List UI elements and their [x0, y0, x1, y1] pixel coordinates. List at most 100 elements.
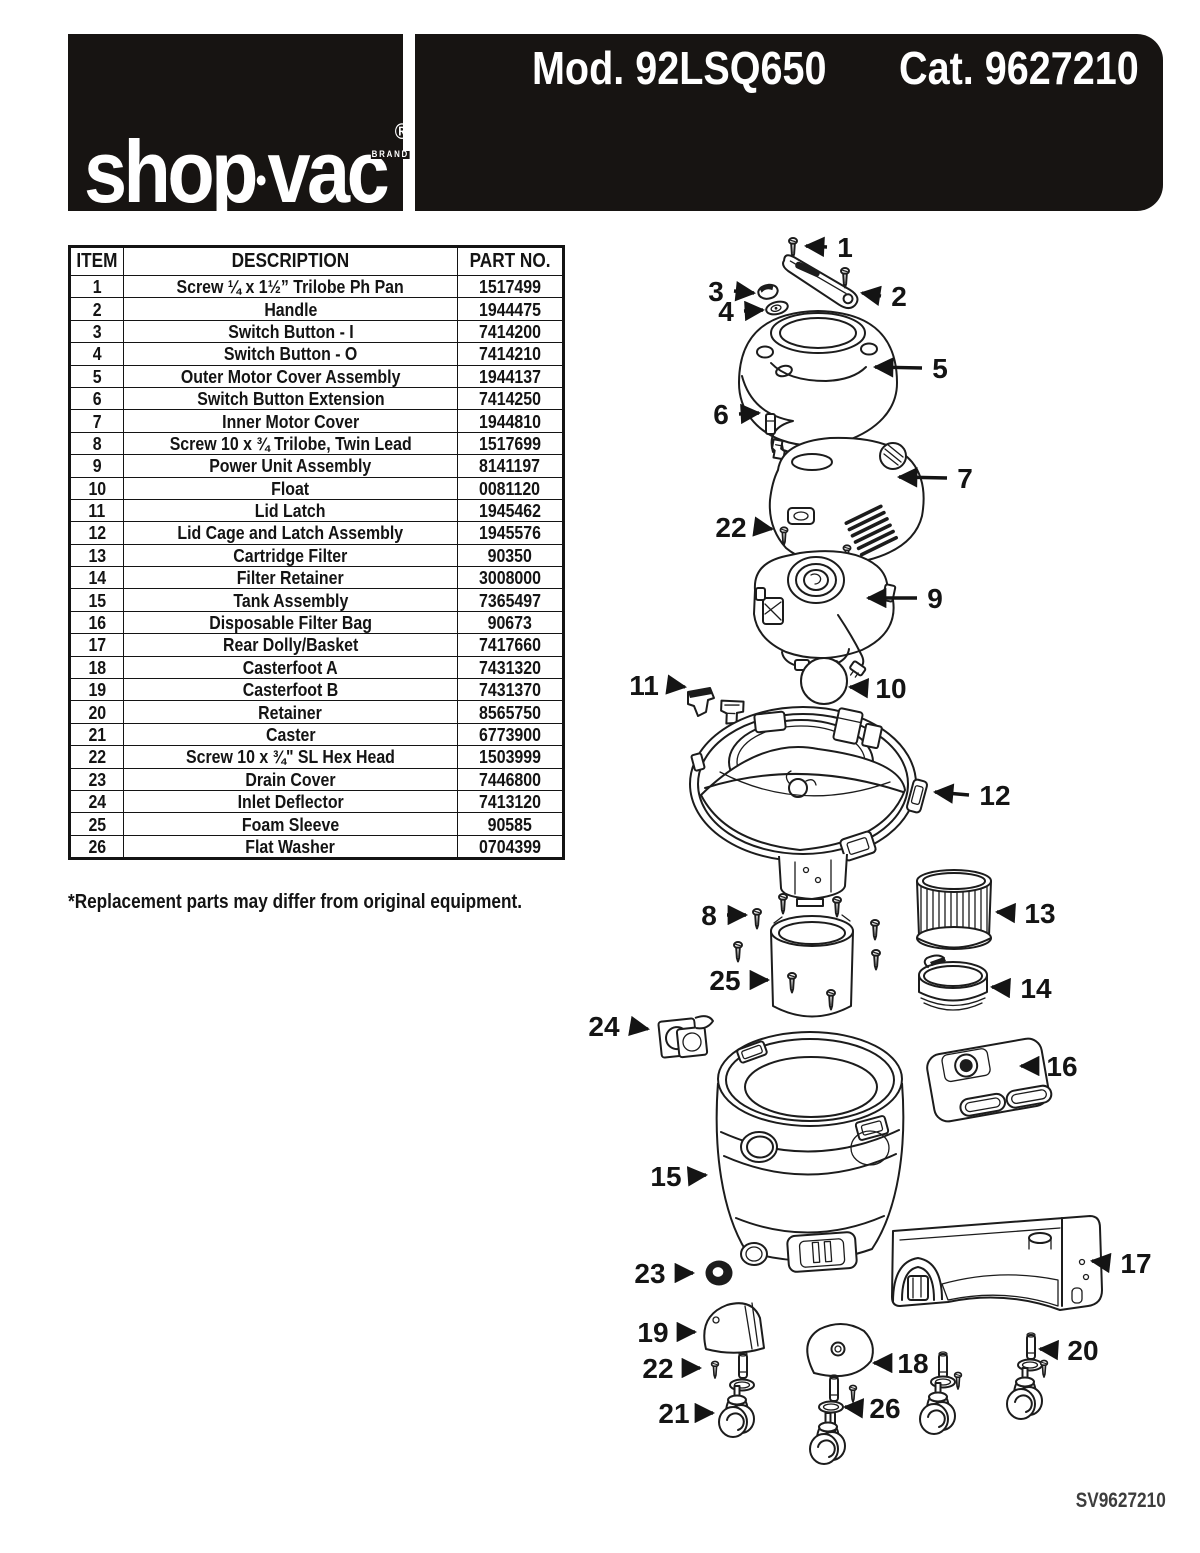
part-no-cell: 8565750 [479, 701, 541, 723]
tank-part [715, 1031, 905, 1273]
description-cell: Casterfoot A [243, 656, 338, 678]
description-cell: Flat Washer [245, 835, 336, 857]
description-cell: Screw 10 x ¾ Trilobe, Twin Lead [169, 432, 412, 454]
callout-arrow-6 [738, 403, 762, 425]
callout-arrow-2 [859, 285, 882, 306]
callout-arrow-20 [1037, 1339, 1059, 1361]
callout-label-19: 19 [637, 1317, 668, 1348]
callout-label-10: 10 [875, 673, 906, 704]
callout-arrow-17 [1089, 1252, 1112, 1274]
casterfoot-a-part [806, 1323, 874, 1378]
description-cell: Foam Sleeve [241, 813, 340, 835]
description-cell: Power Unit Assembly [209, 455, 372, 477]
part-no-cell: 8141197 [479, 455, 541, 477]
callout-label-21: 21 [658, 1398, 689, 1429]
description-cell: Float [271, 477, 310, 499]
part-no-cell: 0081120 [479, 477, 541, 499]
switch-button-i-part [757, 283, 779, 300]
callout-label-4: 4 [718, 296, 734, 327]
callout-label-2: 2 [891, 281, 907, 312]
part-no-cell: 1945576 [479, 522, 541, 544]
item-cell: 5 [92, 365, 102, 387]
switch-button-o-part [765, 300, 789, 316]
logo-word2: vac [267, 122, 390, 222]
callout-arrow-22 [752, 516, 775, 537]
description-cell: Casterfoot B [242, 679, 339, 701]
callout-arrow-24 [628, 1015, 651, 1037]
foam-sleeve-part [770, 914, 854, 1018]
description-cell: Disposable Filter Bag [209, 612, 372, 634]
col-header-part-no: PART NO. [457, 246, 564, 276]
item-cell: 18 [88, 656, 106, 678]
shopvac-logo-box: shop•vac®BRAND [68, 34, 410, 216]
part-no-cell: 7431370 [479, 679, 541, 701]
callout-label-20: 20 [1067, 1335, 1098, 1366]
replacement-note: *Replacement parts may differ from origi… [68, 891, 522, 913]
inlet-deflector-part [657, 1015, 714, 1059]
callout-arrow-26 [842, 1398, 865, 1419]
item-cell: 6 [92, 388, 102, 410]
callout-label-3: 3 [708, 276, 724, 307]
handle-part [782, 254, 859, 310]
logo-dot-icon: • [255, 160, 267, 200]
callout-label-22: 22 [642, 1353, 673, 1384]
callout-label-8: 8 [701, 900, 717, 931]
item-cell: 24 [88, 791, 106, 813]
callout-label-1: 1 [837, 232, 853, 263]
cartridge-filter-part [916, 869, 992, 950]
item-cell: 10 [88, 477, 106, 499]
callout-arrow-14 [989, 977, 1011, 999]
part-no-cell: 1503999 [479, 746, 541, 768]
description-cell: Handle [263, 298, 318, 320]
callout-arrow-1 [803, 236, 828, 258]
item-cell: 7 [92, 410, 102, 432]
callout-label-6: 6 [713, 399, 729, 430]
registered-mark-icon: ® [394, 119, 410, 145]
part-no-cell: 1945462 [479, 500, 541, 522]
callout-arrow-10 [847, 678, 869, 699]
part-no-cell: 6773900 [479, 724, 541, 745]
document-code: SV9627210 [1075, 1489, 1166, 1512]
description-cell: Switch Button Extension [196, 388, 385, 410]
item-cell: 1 [92, 276, 102, 298]
item-cell: 13 [88, 544, 106, 566]
part-no-cell: 1517499 [479, 276, 541, 298]
description-cell: Retainer [258, 701, 323, 723]
description-cell: Inlet Deflector [237, 791, 344, 813]
part-no-cell: 7417660 [479, 634, 541, 656]
part-no-cell: 7414250 [479, 388, 541, 410]
item-cell: 15 [88, 589, 106, 611]
callout-arrow-12 [932, 783, 970, 804]
callout-label-15: 15 [650, 1161, 681, 1192]
callout-arrow-3 [733, 281, 757, 302]
part-no-cell: 90673 [487, 612, 533, 634]
filter-bag-part [926, 1037, 1053, 1123]
callout-label-18: 18 [897, 1348, 928, 1379]
lid-latch-part [687, 687, 745, 725]
callout-label-23: 23 [634, 1258, 665, 1289]
callout-label-26: 26 [869, 1393, 900, 1424]
callout-label-16: 16 [1046, 1051, 1077, 1082]
part-no-cell: 90350 [487, 544, 533, 566]
description-cell: Outer Motor Cover Assembly [180, 365, 401, 387]
item-cell: 23 [88, 768, 106, 790]
callout-arrow-13 [994, 902, 1016, 924]
part-no-cell: 7414200 [479, 320, 541, 342]
model-banner: Mod. 92LSQ650 Cat. 9627210 [415, 34, 1163, 211]
rear-dolly-part [891, 1215, 1103, 1311]
callout-label-13: 13 [1024, 898, 1055, 929]
shopvac-logo: shop•vac®BRAND [84, 120, 410, 216]
part-no-cell: 7413120 [479, 791, 541, 813]
description-cell: Switch Button - I [227, 320, 354, 342]
callout-arrow-5 [872, 357, 923, 378]
description-cell: Caster [265, 724, 316, 745]
callout-label-7: 7 [957, 463, 973, 494]
